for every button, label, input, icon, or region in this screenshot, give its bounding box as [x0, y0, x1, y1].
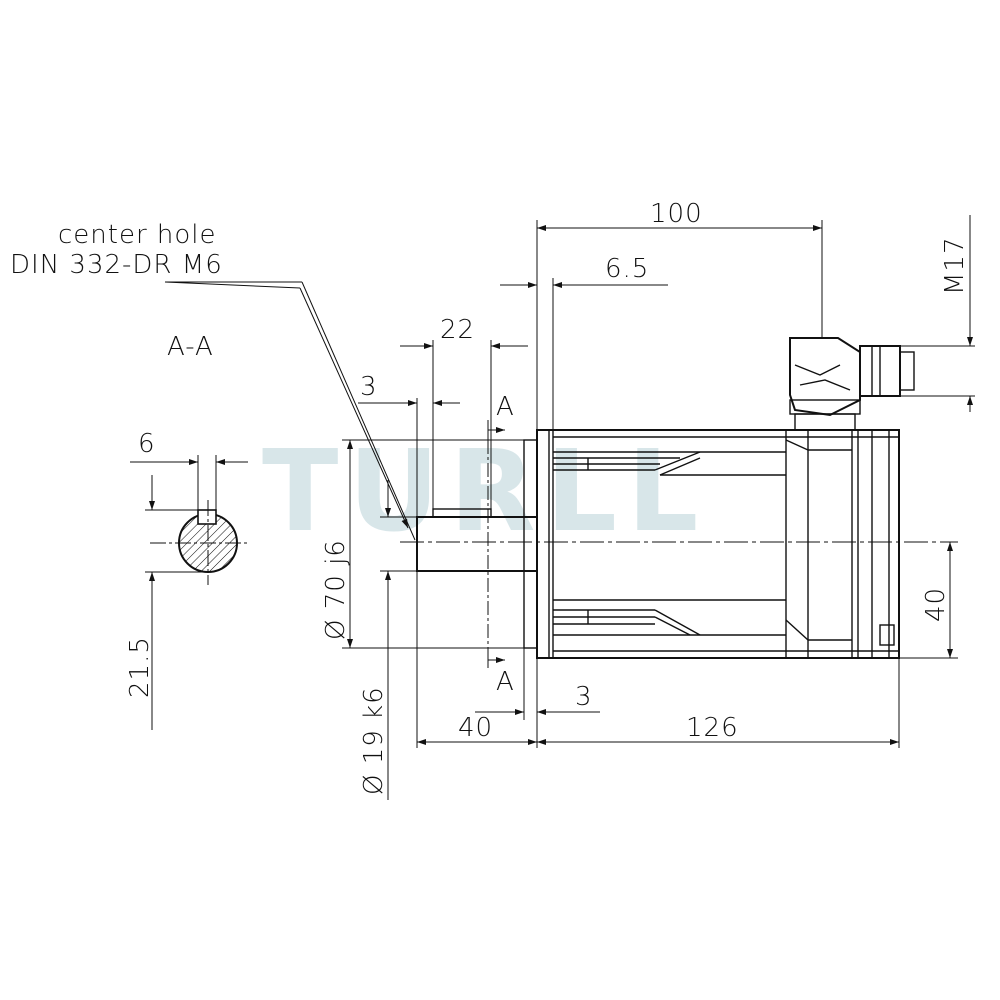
- overall-length-label: 100: [650, 199, 703, 229]
- pilot-diameter-label: Ø 70 j6: [321, 539, 351, 640]
- upper-cooling-fin: [553, 439, 852, 476]
- flange-thickness-label: 3: [575, 682, 593, 712]
- flange-pilot: [523, 439, 538, 649]
- body-length-label: 126: [686, 713, 739, 743]
- section-marks: A A: [487, 392, 515, 697]
- section-a-a: A-A 6 21.5: [125, 332, 250, 730]
- key-depth-label: 21.5: [125, 636, 155, 698]
- dimension-lines-left: Ø 70 j6 Ø 19 k6: [321, 439, 524, 800]
- shaft-length-label: 40: [458, 713, 493, 743]
- dimension-lines-top: 100 6.5 22 3 M17: [358, 199, 975, 517]
- key-length-label: 22: [440, 315, 475, 345]
- angled-connector: [789, 337, 915, 431]
- shaft-diameter-label: Ø 19 k6: [359, 686, 389, 795]
- dimension-lines-bottom: 3 40 126: [416, 571, 900, 748]
- motor-body: [400, 429, 958, 659]
- connector-thread-label: M17: [940, 236, 970, 295]
- shaft-key: [432, 508, 492, 518]
- connector-height-label: 40: [921, 587, 951, 622]
- watermark-text: TURLL: [262, 427, 708, 557]
- callout-line-1: center hole: [58, 220, 217, 250]
- callout-line-2: DIN 332-DR M6: [10, 250, 223, 280]
- section-title: A-A: [167, 332, 214, 362]
- dimension-lines-right: 40: [899, 542, 958, 659]
- section-mark-bottom: A: [496, 667, 515, 697]
- center-hole-callout: center hole DIN 332-DR M6: [10, 220, 416, 541]
- flange-offset-label: 6.5: [605, 254, 649, 284]
- key-width-label: 6: [138, 429, 156, 459]
- key-offset-label: 3: [360, 372, 378, 402]
- keyway-cross-section: [197, 509, 217, 525]
- section-mark-top: A: [496, 392, 515, 422]
- lower-cooling-fin: [553, 599, 895, 646]
- motor-shaft: [416, 439, 538, 649]
